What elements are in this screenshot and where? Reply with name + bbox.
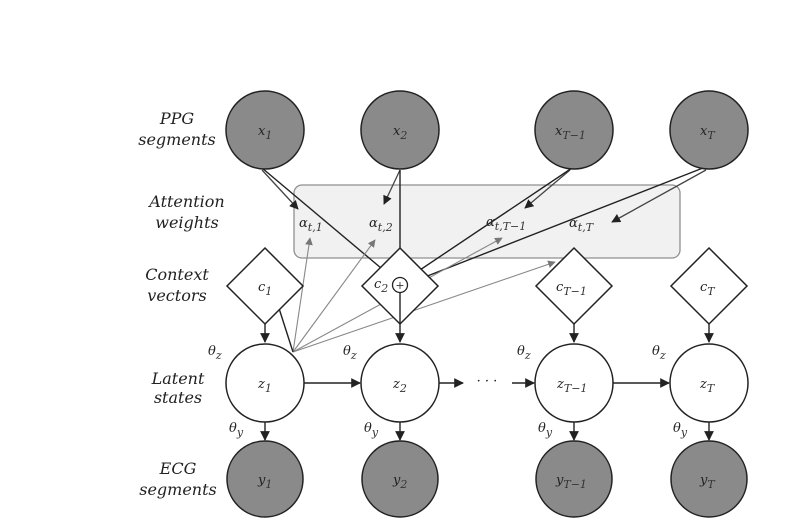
svg-text:cT−1: cT−1 xyxy=(556,280,587,298)
alpha-t2: αt,2 xyxy=(369,216,393,234)
node-xT-1: xT−1 xyxy=(534,90,614,170)
theta-y-3: θy xyxy=(538,421,553,439)
svg-text:PPG: PPG xyxy=(159,109,195,128)
node-xT: xT xyxy=(669,90,749,170)
edge-xT-c2 xyxy=(406,165,709,285)
row-label-context: Context vectors xyxy=(145,265,209,305)
row-label-ppg: PPG segments xyxy=(138,109,216,149)
theta-z-4: θz xyxy=(652,344,666,362)
svg-text:y1: y1 xyxy=(257,473,272,491)
node-cT-1: cT−1 xyxy=(534,246,614,326)
svg-text:Latent: Latent xyxy=(151,369,205,388)
node-z2: z2 xyxy=(360,343,440,423)
svg-text:vectors: vectors xyxy=(147,286,206,305)
svg-text:states: states xyxy=(154,388,202,407)
theta-z-3: θz xyxy=(517,344,531,362)
node-zT: zT xyxy=(669,343,749,423)
theta-y-4: θy xyxy=(673,421,688,439)
svg-text:segments: segments xyxy=(139,480,217,499)
svg-text:z1: z1 xyxy=(257,377,272,395)
node-y2: y2 xyxy=(361,440,439,518)
node-c1: c1 xyxy=(225,246,305,326)
theta-z-1: θz xyxy=(208,344,222,362)
row-label-latent: Latent states xyxy=(151,369,205,407)
svg-text:c1: c1 xyxy=(258,280,272,298)
node-zT-1: zT−1 xyxy=(534,343,614,423)
row-label-ecg: ECG segments xyxy=(139,459,217,499)
svg-text:zT−1: zT−1 xyxy=(556,377,587,395)
theta-y-1: θy xyxy=(229,421,244,439)
svg-text:zT: zT xyxy=(699,377,716,395)
theta-y-2: θy xyxy=(364,421,379,439)
svg-text:Attention: Attention xyxy=(147,192,224,211)
svg-text:weights: weights xyxy=(155,213,218,232)
row-label-attention: Attention weights xyxy=(147,192,224,232)
svg-text:αt,T: αt,T xyxy=(569,216,595,234)
edge-x2-alpha2 xyxy=(383,169,401,205)
svg-text:segments: segments xyxy=(138,130,216,149)
svg-text:x1: x1 xyxy=(258,124,272,142)
node-yT-1: yT−1 xyxy=(535,440,613,518)
svg-text:xT−1: xT−1 xyxy=(555,124,586,142)
edge-z1-alpha2 xyxy=(292,239,376,353)
svg-text:z2: z2 xyxy=(392,377,407,395)
svg-text:Context: Context xyxy=(145,265,209,284)
svg-text:x2: x2 xyxy=(393,124,407,142)
edge-xT1-c2 xyxy=(404,165,576,281)
ellipsis: · · · xyxy=(477,374,498,389)
node-cT: cT xyxy=(669,246,749,326)
node-y1: y1 xyxy=(226,440,304,518)
node-x2: x2 xyxy=(360,90,440,170)
svg-text:+: + xyxy=(395,279,404,292)
edge-z1-alphaT xyxy=(292,260,556,353)
svg-text:yT: yT xyxy=(699,473,716,491)
alpha-tT: αt,T xyxy=(569,216,595,234)
svg-text:y2: y2 xyxy=(392,473,407,491)
svg-text:yT−1: yT−1 xyxy=(555,473,587,491)
edge-xT-alpha xyxy=(611,169,707,223)
svg-text:cT: cT xyxy=(700,280,716,298)
alpha-tT1: αt,T−1 xyxy=(486,215,526,233)
node-z1: z1 xyxy=(225,343,305,423)
svg-text:ECG: ECG xyxy=(159,459,197,478)
edge-x1-alpha1 xyxy=(261,169,299,210)
oplus-combiner: + xyxy=(391,276,409,294)
svg-text:c2: c2 xyxy=(374,277,388,295)
edge-xT1-alpha xyxy=(524,169,571,209)
node-x1: x1 xyxy=(225,90,305,170)
edge-x1-c2 xyxy=(261,167,401,285)
svg-text:xT: xT xyxy=(700,124,716,142)
svg-text:αt,2: αt,2 xyxy=(369,216,393,234)
edge-z1-alpha1 xyxy=(292,237,313,353)
svg-text:αt,1: αt,1 xyxy=(299,216,323,234)
theta-z-2: θz xyxy=(343,344,357,362)
svg-text:αt,T−1: αt,T−1 xyxy=(486,215,526,233)
alpha-t1: αt,1 xyxy=(299,216,323,234)
node-yT: yT xyxy=(670,440,748,518)
